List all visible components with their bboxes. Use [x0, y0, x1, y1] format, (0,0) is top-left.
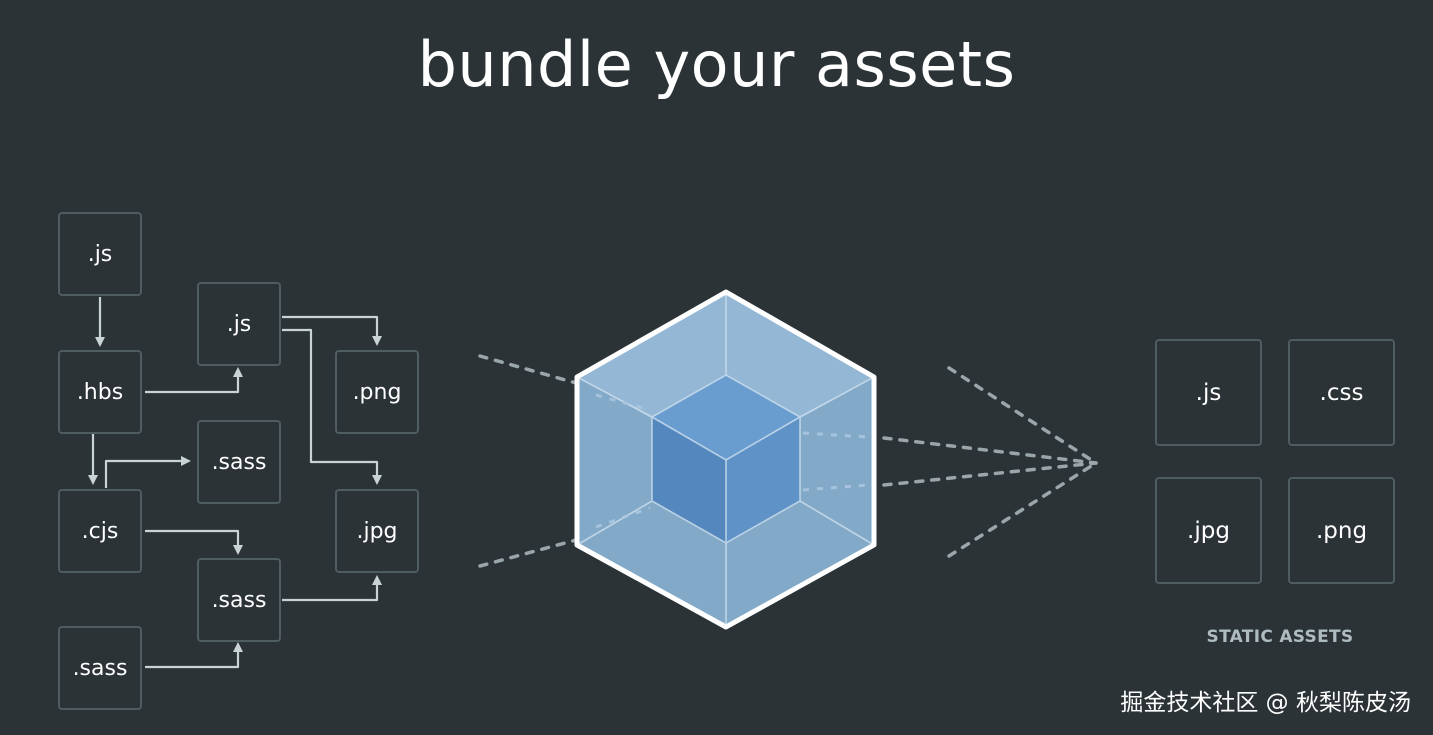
- file-label: .jpg: [1187, 517, 1230, 544]
- arrow-cjs-to-sass-lower: [145, 529, 243, 555]
- file-label: .css: [1319, 379, 1364, 406]
- source-file-js: .js: [58, 212, 142, 296]
- input-flow-lines: [478, 354, 578, 568]
- source-file-sass: .sass: [58, 626, 142, 710]
- output-flow-lines: [882, 366, 1098, 558]
- arrow-js-to-jpg: [282, 328, 382, 485]
- output-file-js: .js: [1155, 339, 1262, 446]
- source-file-png: .png: [335, 350, 419, 434]
- file-label: .sass: [211, 587, 267, 613]
- file-label: .cjs: [81, 518, 119, 544]
- arrow-hbs-to-js: [145, 367, 243, 394]
- file-label: .js: [87, 241, 113, 267]
- arrow-sass-to-jpg: [282, 575, 382, 602]
- source-file-sass: .sass: [197, 558, 281, 642]
- file-label: .js: [1195, 379, 1222, 406]
- source-file-hbs: .hbs: [58, 350, 142, 434]
- arrow-cjs-to-sass: [104, 456, 191, 488]
- source-file-cjs: .cjs: [58, 489, 142, 573]
- source-file-sass: .sass: [197, 420, 281, 504]
- page-title: bundle your assets: [417, 28, 1016, 101]
- output-file-png: .png: [1288, 477, 1395, 584]
- file-label: .js: [226, 311, 252, 337]
- static-assets-caption: STATIC ASSETS: [1206, 627, 1354, 647]
- file-label: .sass: [211, 449, 267, 475]
- file-label: .png: [1315, 517, 1368, 544]
- source-file-js: .js: [197, 282, 281, 366]
- file-label: .jpg: [356, 518, 398, 544]
- file-label: .hbs: [76, 379, 124, 405]
- output-file-css: .css: [1288, 339, 1395, 446]
- arrow-js-to-png: [282, 315, 382, 346]
- file-label: .sass: [72, 655, 128, 681]
- output-file-jpg: .jpg: [1155, 477, 1262, 584]
- arrow-sass-to-sass: [145, 642, 243, 669]
- cube-icon: [574, 289, 877, 630]
- file-label: .png: [352, 379, 402, 405]
- source-file-jpg: .jpg: [335, 489, 419, 573]
- watermark-text: 掘金技术社区 @ 秋梨陈皮汤: [1120, 690, 1411, 716]
